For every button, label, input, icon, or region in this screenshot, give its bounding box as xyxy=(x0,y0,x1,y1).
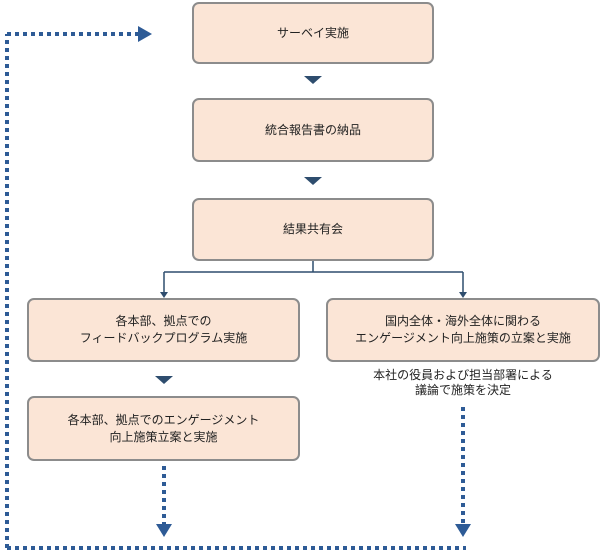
step-survey: サーベイ実施 xyxy=(192,2,434,64)
step-engage-line1: 各本部、拠点でのエンゲージメント xyxy=(67,412,260,427)
company-note-line2: 議論で施策を決定 xyxy=(414,383,511,397)
step-share-label: 結果共有会 xyxy=(282,222,343,236)
branch-arrow-left xyxy=(160,292,168,298)
step-company-line2: エンゲージメント向上施策の立案と実施 xyxy=(355,331,571,345)
branch-connector xyxy=(163,261,464,294)
loop-arrow-right-down xyxy=(455,524,471,537)
step-company-line1: 国内全体・海外全体に関わる xyxy=(384,314,541,328)
feedback-loop xyxy=(5,32,466,550)
step-engagement-measures: 各本部、拠点でのエンゲージメント 向上施策立案と実施 xyxy=(27,396,300,461)
arrow-survey-to-report xyxy=(304,76,322,84)
loop-arrow-into-survey xyxy=(138,26,152,42)
step-engage-line2: 向上施策立案と実施 xyxy=(109,429,218,444)
step-report: 統合報告書の納品 xyxy=(192,98,434,162)
step-share: 結果共有会 xyxy=(192,198,434,261)
step-feedback-line2: フィードバックプログラム実施 xyxy=(79,331,248,345)
branch-arrow-right xyxy=(459,292,467,298)
step-feedback-program: 各本部、拠点での フィードバックプログラム実施 xyxy=(27,298,300,362)
company-note: 本社の役員および担当部署による 議論で施策を決定 xyxy=(326,368,600,398)
arrow-feedback-to-engage xyxy=(155,376,173,384)
step-company-measures: 国内全体・海外全体に関わる エンゲージメント向上施策の立案と実施 xyxy=(326,298,600,362)
company-note-line1: 本社の役員および担当部署による xyxy=(373,368,553,382)
step-survey-label: サーベイ実施 xyxy=(276,25,349,40)
step-report-label: 統合報告書の納品 xyxy=(264,122,361,137)
loop-arrow-left-down xyxy=(156,524,172,537)
step-feedback-line1: 各本部、拠点での xyxy=(115,314,212,328)
arrow-report-to-share xyxy=(304,177,322,185)
